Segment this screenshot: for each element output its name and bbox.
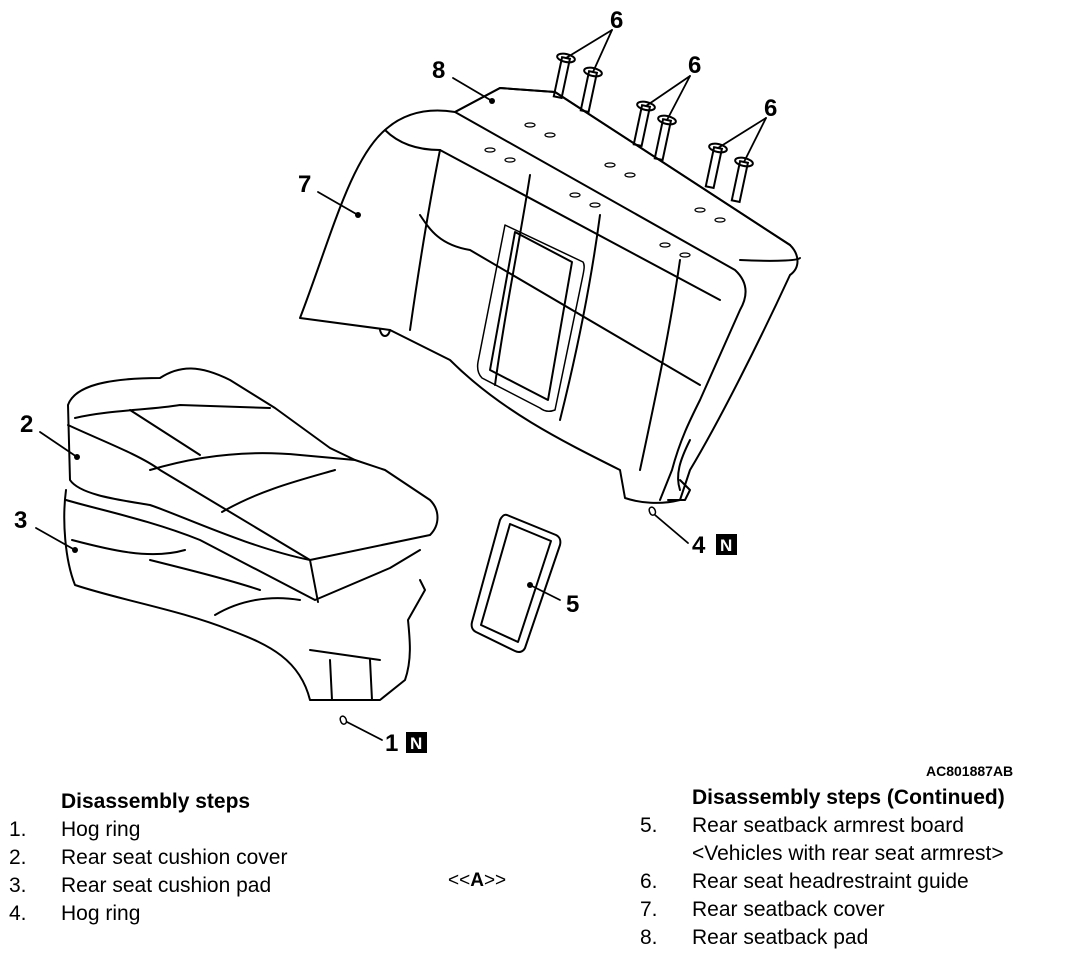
n-badge-4-text: N bbox=[720, 536, 732, 555]
n-badge-4 bbox=[716, 534, 737, 555]
step-text: Rear seatback pad bbox=[692, 926, 869, 949]
step-text: Rear seat cushion cover bbox=[61, 846, 288, 869]
armrest-board bbox=[470, 513, 562, 653]
ref-open: << bbox=[448, 870, 471, 891]
callout-6c: 6 bbox=[764, 95, 777, 122]
step-number: 4. bbox=[9, 902, 27, 925]
step-number: 3. bbox=[9, 874, 27, 897]
step-number: 6. bbox=[640, 870, 658, 893]
step-text: Rear seat headrestraint guide bbox=[692, 870, 969, 893]
list-item: 1. Hog ring bbox=[9, 816, 287, 844]
leader-dots bbox=[72, 98, 533, 588]
step-number: 1. bbox=[9, 818, 27, 841]
exploded-view-diagram: 2 3 7 8 6 6 6 5 4 N 1 N bbox=[14, 7, 801, 757]
callout-2: 2 bbox=[20, 411, 33, 438]
list-item: 8. Rear seatback pad bbox=[640, 924, 1005, 952]
callout-7: 7 bbox=[298, 171, 311, 198]
rear-seatback-assembly bbox=[299, 87, 801, 504]
ref-letter: A bbox=[470, 870, 484, 891]
step-number: 8. bbox=[640, 926, 658, 949]
n-badge-1-text: N bbox=[410, 734, 422, 753]
callout-5: 5 bbox=[566, 591, 579, 618]
list-item: 7. Rear seatback cover bbox=[640, 896, 1005, 924]
list-item: 4. Hog ring bbox=[9, 900, 287, 928]
list-item: 6. Rear seat headrestraint guide bbox=[640, 868, 1005, 896]
list-item: 5. Rear seatback armrest board bbox=[640, 812, 1005, 840]
callout-6b: 6 bbox=[688, 52, 701, 79]
list-item: <Vehicles with rear seat armrest> bbox=[640, 840, 1005, 868]
reference-mark-a: <<A>> bbox=[448, 870, 506, 892]
headrest-guides bbox=[552, 52, 754, 204]
n-badge-1 bbox=[406, 732, 427, 753]
step-text: Hog ring bbox=[61, 902, 141, 925]
steps-heading: Disassembly steps bbox=[61, 790, 251, 813]
list-item: 2. Rear seat cushion cover bbox=[9, 844, 287, 872]
step-number: 5. bbox=[640, 814, 658, 837]
list-item: 3. Rear seat cushion pad bbox=[9, 872, 287, 900]
steps-list-left: Disassembly steps 1. Hog ring 2. Rear seat… bbox=[9, 788, 287, 928]
steps-list-right: Disassembly steps (Continued) 5. Rear sea… bbox=[640, 784, 1005, 952]
rear-seat-cushion-assembly bbox=[63, 367, 439, 701]
hog-rings bbox=[339, 506, 657, 725]
step-number: 7. bbox=[640, 898, 658, 921]
callout-4: 4 bbox=[692, 532, 706, 559]
figure-code: AC801887AB bbox=[926, 763, 1014, 779]
step-number bbox=[640, 840, 692, 868]
leader-lines bbox=[35, 29, 767, 741]
step-text: Rear seat cushion pad bbox=[61, 874, 272, 897]
step-text: Hog ring bbox=[61, 818, 141, 841]
ref-close: >> bbox=[483, 870, 507, 891]
step-text: <Vehicles with rear seat armrest> bbox=[692, 842, 1004, 865]
callout-3: 3 bbox=[14, 507, 27, 534]
callout-1: 1 bbox=[385, 730, 398, 757]
step-text: Rear seatback cover bbox=[692, 898, 885, 921]
callout-6a: 6 bbox=[610, 7, 623, 34]
steps-heading-continued: Disassembly steps (Continued) bbox=[692, 786, 1005, 809]
step-number: 2. bbox=[9, 846, 27, 869]
callout-8: 8 bbox=[432, 57, 445, 84]
step-text: Rear seatback armrest board bbox=[692, 814, 964, 837]
